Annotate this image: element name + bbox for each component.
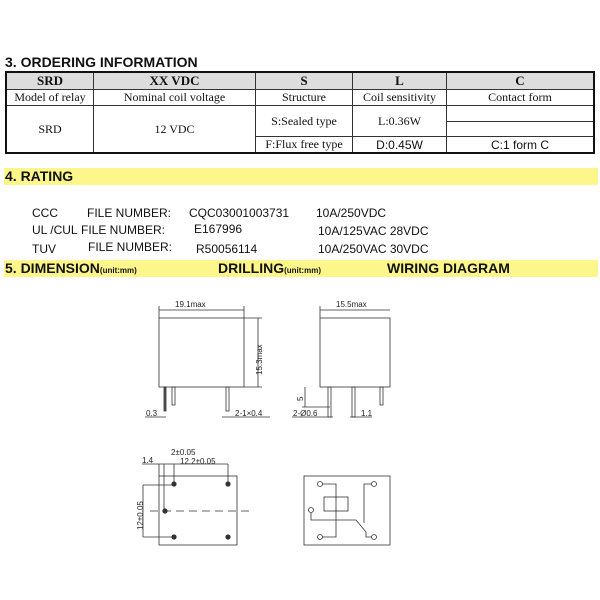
front-view: 19.1max 15.3max 0.3 2-1×0.4 — [145, 300, 270, 418]
ordering-table: SRD XX VDC S L C Model of relay Nominal … — [5, 71, 595, 154]
height-label: 15.3max — [255, 344, 264, 375]
wiring-title: WIRING DIAGRAM — [387, 260, 510, 276]
header-sensitivity: Coil sensitivity — [352, 89, 447, 106]
rating-bar — [4, 168, 598, 185]
dimension-unit: (unit:mm) — [99, 266, 137, 275]
header-contact: Contact form — [446, 89, 595, 106]
side-view: 15.5max 5 2-Ø0.6 1.1 — [292, 300, 391, 418]
voltage-value: 12 VDC — [93, 105, 256, 154]
contact-value: C:1 form C — [446, 136, 595, 154]
structure-sealed: S:Sealed type — [255, 105, 353, 137]
file-number: CQC03001003731 — [189, 206, 290, 220]
pin-width-label: 2-1×0.4 — [235, 409, 263, 418]
pin-gap-label: 1.1 — [361, 409, 373, 418]
header-voltage: Nominal coil voltage — [93, 89, 256, 106]
dimension-title: 5. DIMENSION(unit:mm) — [5, 260, 137, 276]
file-number: E167996 — [194, 222, 243, 236]
ordering-title: 3. ORDERING INFORMATION — [5, 54, 198, 70]
file-label: FILE NUMBER: — [88, 240, 173, 254]
drilling-label: DRILLING — [218, 260, 285, 276]
rating-spec: 10A/250VAC 30VDC — [318, 242, 429, 256]
drill-height-label: 12±0.05 — [136, 501, 145, 530]
sensitivity-d: D:0.45W — [352, 136, 447, 154]
pin-diameter-label: 2-Ø0.6 — [293, 409, 318, 418]
pin-length-label: 5 — [296, 396, 305, 401]
dimension-label: 5. DIMENSION — [5, 260, 100, 276]
depth-label: 15.5max — [336, 300, 367, 309]
agency: TUV — [32, 242, 56, 256]
code-voltage: XX VDC — [93, 71, 256, 90]
sensitivity-l: L:0.36W — [352, 105, 447, 137]
drilling-view: 2±0.05 12.2±0.05 1.4 12±0.05 — [136, 448, 252, 546]
agency: CCC — [32, 206, 58, 220]
structure-flux: F:Flux free type — [255, 136, 353, 154]
drill-pitch-label: 2±0.05 — [171, 448, 196, 457]
rating-title: 4. RATING — [5, 168, 74, 184]
agency: UL /CUL — [32, 223, 78, 237]
rating-spec: 10A/250VDC — [316, 206, 387, 220]
drilling-title: DRILLING(unit:mm) — [218, 260, 321, 276]
dimension-bar — [4, 260, 598, 277]
code-contact: C — [446, 71, 595, 90]
drill-offset-label: 1.4 — [142, 456, 154, 465]
model-value: SRD — [5, 105, 94, 154]
file-number: R50056114 — [196, 242, 258, 256]
file-label: FILE NUMBER: — [87, 206, 172, 220]
rating-spec: 10A/125VAC 28VDC — [318, 224, 429, 238]
file-label: FILE NUMBER: — [81, 223, 166, 237]
header-model: Model of relay — [5, 89, 94, 106]
pin-thickness-label: 0.3 — [146, 409, 158, 418]
drill-span-label: 12.2±0.05 — [180, 457, 216, 466]
width-label: 19.1max — [175, 300, 206, 309]
drilling-unit: (unit:mm) — [284, 266, 321, 275]
wiring-diagram — [303, 475, 391, 546]
